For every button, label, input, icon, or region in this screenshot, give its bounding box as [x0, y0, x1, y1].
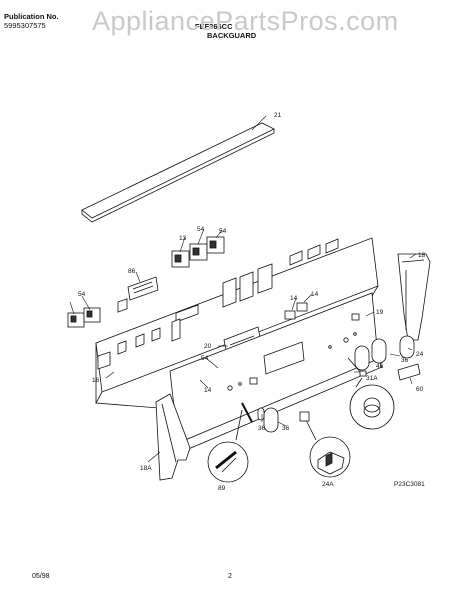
part-13-switch	[171, 250, 190, 268]
callout-18a: 18A	[140, 465, 152, 472]
footer-date: 05/98	[32, 573, 50, 580]
part-14-switch-a	[284, 310, 296, 320]
part-16-backguard-panel	[95, 237, 379, 411]
callout-36-b: 36	[282, 425, 290, 432]
part-36-knob-d	[257, 407, 265, 421]
part-89-screw-detail	[207, 409, 249, 483]
part-24-knob	[399, 335, 415, 359]
callout-14-b: 14	[311, 291, 319, 298]
callout-36-c: 36	[258, 425, 266, 432]
part-54-switch-c	[67, 307, 101, 328]
callout-19: 19	[376, 309, 384, 316]
part-31a-stem	[347, 357, 367, 377]
watermark: AppliancePartsPros.com	[92, 6, 399, 36]
part-36-knob-b	[371, 338, 387, 364]
publication-label: Publication No.	[4, 12, 59, 21]
part-18-end-cap-right	[397, 253, 431, 341]
model-number: FEF366CC	[195, 22, 233, 31]
publication-number: 5995307575	[4, 21, 46, 30]
part-46-knob-detail	[349, 377, 395, 430]
part-14-switch-b	[296, 302, 308, 312]
callout-24: 24	[416, 351, 424, 358]
callout-89: 89	[218, 485, 226, 492]
callout-46: 46	[376, 363, 384, 370]
callout-14-a: 14	[290, 295, 298, 302]
callout-86: 86	[128, 268, 136, 275]
callout-21: 21	[274, 112, 282, 119]
part-36-knob-a	[354, 345, 370, 371]
callout-31a: 31A	[366, 375, 378, 382]
part-60-handle	[397, 363, 421, 381]
part-54-switch-a	[189, 243, 208, 261]
callout-54-top-a: 54	[197, 226, 205, 233]
footer-page: 2	[228, 573, 232, 580]
part-24a-knob	[299, 411, 310, 422]
callout-18: 18	[418, 252, 426, 259]
part-36-knob-c	[263, 407, 279, 433]
callout-14-c: 14	[204, 387, 212, 394]
diagram-code: P23C3081	[394, 481, 425, 488]
part-18a-end-cap-left	[155, 393, 191, 481]
callout-54-left-a: 54	[78, 291, 86, 298]
part-54-switch-b	[206, 236, 225, 254]
callout-24a: 24A	[322, 481, 334, 488]
part-89-screw	[241, 402, 253, 423]
callout-54-mid: 54	[201, 355, 209, 362]
part-86-plate	[127, 276, 159, 301]
section-title: BACKGUARD	[207, 31, 257, 40]
callout-60: 60	[416, 386, 424, 393]
callout-13: 13	[179, 235, 187, 242]
callout-20: 20	[204, 343, 212, 350]
callout-36-a: 36	[401, 357, 409, 364]
leader-lines	[69, 115, 417, 463]
part-21-top-trim	[81, 122, 275, 223]
part-24a-knob-detail	[305, 419, 351, 478]
callout-54-top-b: 54	[219, 228, 227, 235]
callout-16: 16	[92, 377, 100, 384]
